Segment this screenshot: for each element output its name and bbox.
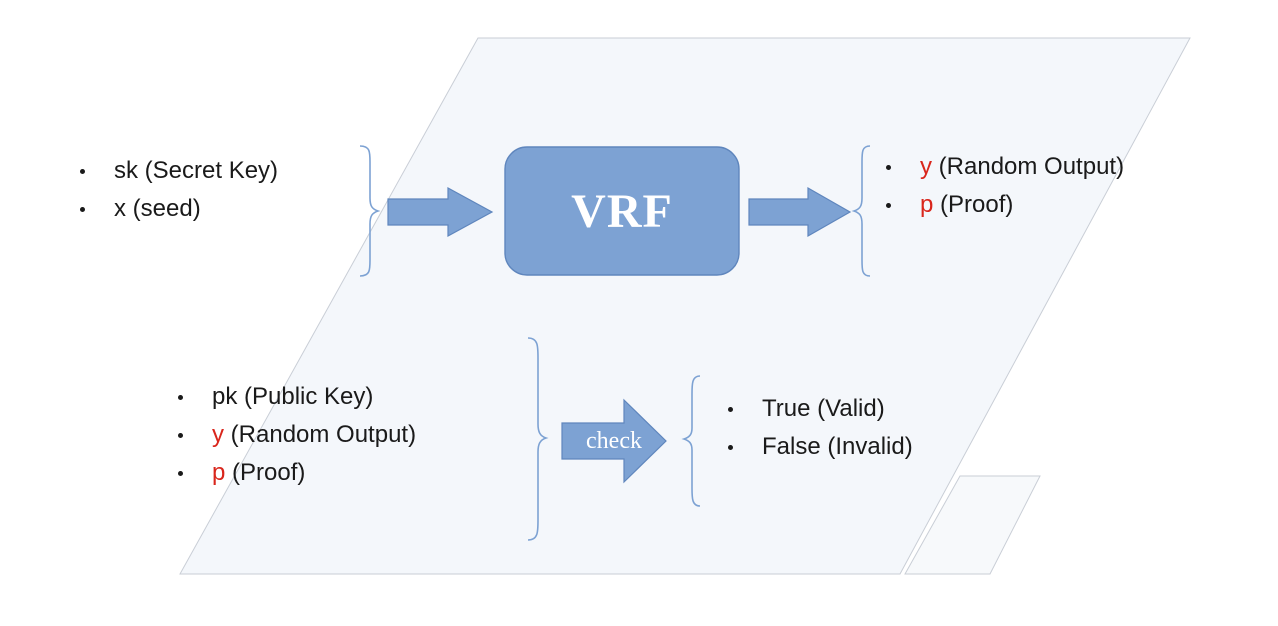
item-text: (Proof) — [225, 459, 306, 486]
item-text: sk (Secret Key) — [114, 157, 279, 184]
item-text: pk (Public Key) — [212, 383, 374, 410]
check-arrow — [561, 398, 667, 484]
brace-vrf-inputs — [359, 145, 381, 277]
bullet-icon — [178, 433, 183, 438]
list-item: pk (Public Key) — [178, 378, 416, 416]
vrf-box — [504, 146, 740, 276]
list-item: p (Proof) — [178, 454, 416, 492]
list-item: y (Random Output) — [886, 148, 1124, 186]
list-item: False (Invalid) — [728, 428, 913, 466]
symbol-label: p — [212, 459, 226, 486]
item-text: (Proof) — [933, 191, 1014, 218]
symbol-label: p — [920, 191, 934, 218]
item-text: (Random Output) — [932, 153, 1125, 180]
bullet-icon — [178, 471, 183, 476]
vrf-input-list: sk (Secret Key) x (seed) — [80, 152, 278, 228]
brace-vrf-outputs — [851, 145, 871, 277]
bullet-icon — [80, 207, 85, 212]
item-text: (Random Output) — [224, 421, 417, 448]
bullet-icon — [886, 203, 891, 208]
vrf-output-list: y (Random Output) p (Proof) — [886, 148, 1124, 224]
list-item: x (seed) — [80, 190, 278, 228]
bullet-icon — [80, 169, 85, 174]
bullet-icon — [178, 395, 183, 400]
item-text: True (Valid) — [762, 395, 885, 422]
symbol-label: y — [920, 153, 932, 180]
bullet-icon — [728, 407, 733, 412]
list-item: y (Random Output) — [178, 416, 416, 454]
bullet-icon — [728, 445, 733, 450]
bullet-icon — [886, 165, 891, 170]
background-plane-small — [904, 475, 1041, 575]
item-text: False (Invalid) — [762, 433, 913, 460]
arrow-to-vrf — [387, 186, 494, 238]
check-arrow-label: check — [586, 427, 642, 454]
vrf-box-label: VRF — [571, 184, 673, 238]
brace-verify-inputs — [527, 337, 549, 541]
list-item: True (Valid) — [728, 390, 913, 428]
brace-verify-outputs — [681, 375, 701, 507]
verify-output-list: True (Valid) False (Invalid) — [728, 390, 913, 466]
background-plane — [179, 37, 1191, 575]
list-item: p (Proof) — [886, 186, 1124, 224]
arrow-from-vrf — [748, 186, 852, 238]
item-text: x (seed) — [114, 195, 201, 222]
verify-input-list: pk (Public Key) y (Random Output) p (Pro… — [178, 378, 416, 492]
symbol-label: y — [212, 421, 224, 448]
list-item: sk (Secret Key) — [80, 152, 278, 190]
